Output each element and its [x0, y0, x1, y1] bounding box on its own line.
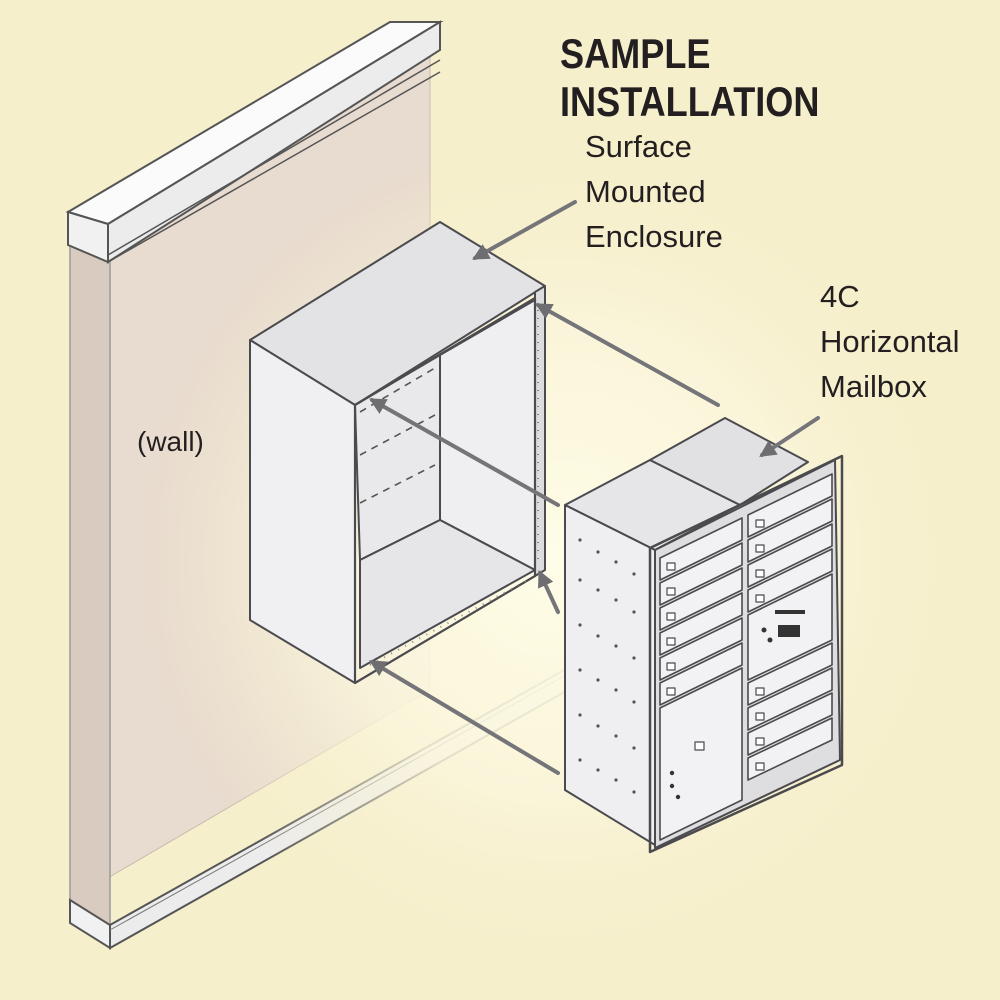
side-holes — [578, 538, 636, 794]
enclosure-pointer-arrow — [472, 200, 577, 260]
page-title: SAMPLE INSTALLATION — [560, 30, 820, 125]
alignment-arrow-top — [535, 303, 720, 407]
pointer-arrows — [369, 200, 820, 775]
door-locks — [666, 519, 765, 771]
alignment-arrow-inner — [369, 398, 560, 507]
outgoing-mail-slot — [669, 610, 805, 800]
mailbox-pointer-arrow — [759, 416, 820, 457]
left-door-column — [659, 517, 743, 841]
wall-label: (wall) — [137, 426, 204, 457]
enclosure-label: Surface Mounted Enclosure — [585, 129, 723, 254]
mailbox-label: 4C Horizontal Mailbox — [820, 279, 960, 404]
alignment-arrow-bottom — [369, 660, 560, 775]
alignment-arrow-middle — [538, 569, 560, 614]
horizontal-mailbox — [564, 417, 844, 854]
